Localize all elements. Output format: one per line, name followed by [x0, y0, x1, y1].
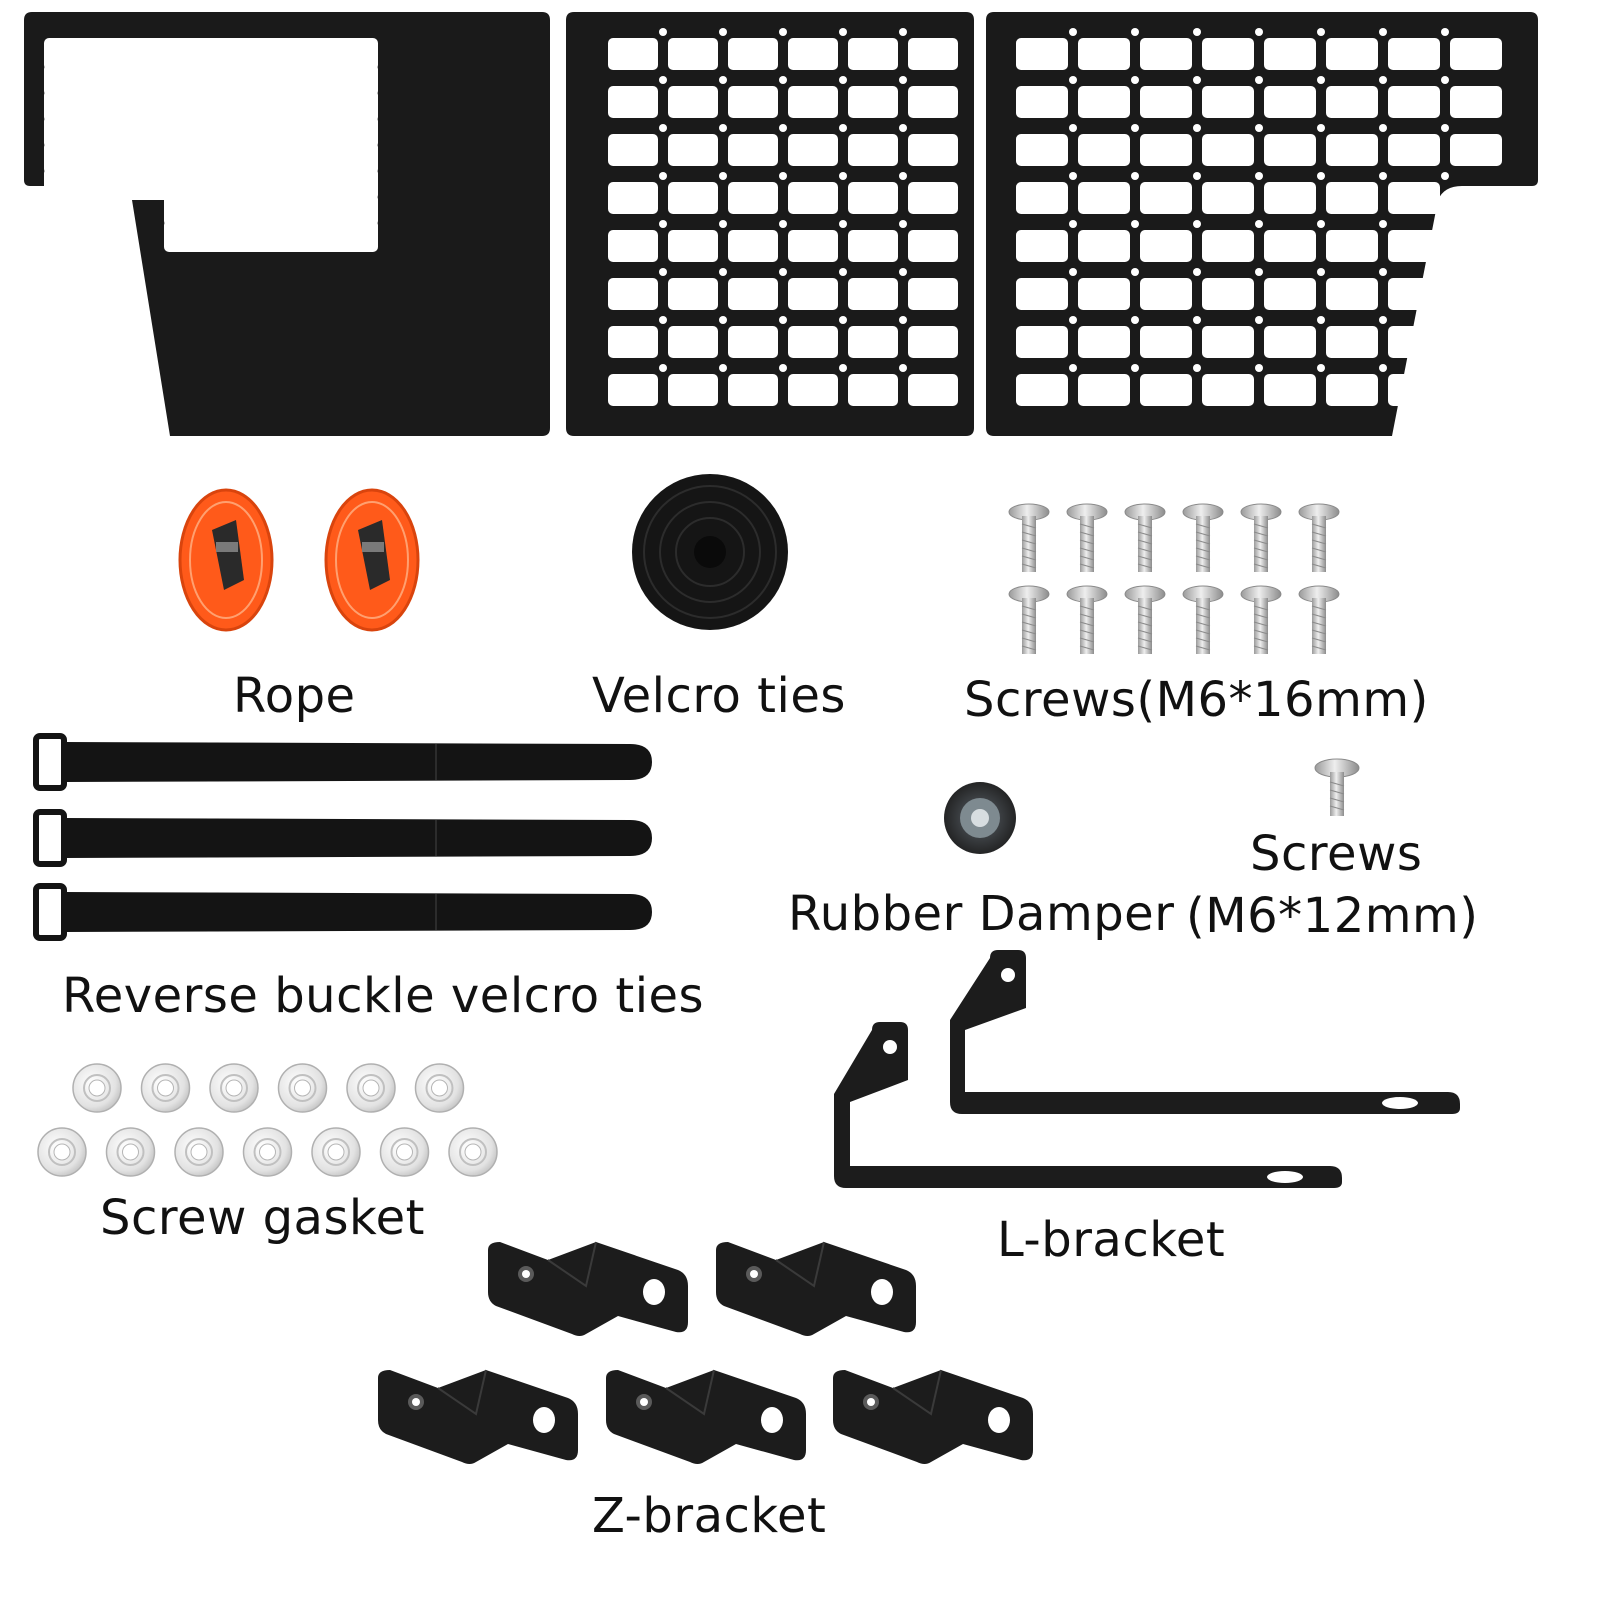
- rope-label: Rope: [233, 668, 356, 724]
- l-bracket-icon: [834, 950, 1460, 1188]
- screw-m6-12-icon: [1314, 758, 1360, 816]
- washer-icon: [37, 1127, 87, 1177]
- screws-m6-16-group: [1008, 503, 1340, 654]
- screws-m6-12-label: Screws: [1250, 826, 1423, 882]
- screw-icon: [1240, 503, 1282, 572]
- reverse-buckle-velcro-tie-icon: [33, 883, 652, 941]
- washer-icon: [72, 1063, 122, 1113]
- velcro-roll-icon: [632, 474, 788, 630]
- screw-icon: [1066, 503, 1108, 572]
- washer-icon: [379, 1127, 430, 1177]
- z-bracket-icon: [716, 1241, 916, 1336]
- rope-coil-icon: [324, 488, 420, 632]
- screw-icon: [1240, 585, 1282, 654]
- rubber-damper-icon: [944, 782, 1016, 854]
- molle-panel-middle: [566, 12, 974, 436]
- washer-icon: [209, 1063, 259, 1113]
- screw-icon: [1298, 503, 1340, 572]
- molle-panel-left: [24, 12, 550, 436]
- z-bracket-icon: [833, 1369, 1033, 1464]
- reverse-buckle-velcro-tie-icon: [33, 809, 652, 867]
- reverse-buckle-velcro-ties-label: Reverse buckle velcro ties: [62, 968, 705, 1024]
- z-bracket-group: [378, 1241, 1033, 1464]
- screw-icon: [1008, 585, 1050, 654]
- washer-icon: [105, 1127, 156, 1177]
- screws-m6-16-label: Screws(M6*16mm): [964, 672, 1429, 728]
- washer-icon: [242, 1127, 293, 1177]
- z-bracket-icon: [606, 1369, 806, 1464]
- velcro-ties-label: Velcro ties: [592, 668, 846, 724]
- washer-icon: [414, 1063, 465, 1113]
- screw-gasket-label: Screw gasket: [100, 1190, 425, 1246]
- molle-panel-right: [986, 12, 1538, 436]
- reverse-buckle-velcro-tie-icon: [33, 733, 652, 791]
- screw-icon: [1066, 585, 1108, 654]
- screws-m6-12-size-label: (M6*12mm): [1186, 888, 1479, 944]
- screw-icon: [1182, 503, 1224, 572]
- rope-coil-icon: [178, 488, 274, 632]
- z-bracket-icon: [488, 1241, 688, 1336]
- rubber-damper-label: Rubber Damper: [788, 886, 1175, 942]
- screw-icon: [1124, 585, 1166, 654]
- washer-icon: [140, 1063, 191, 1113]
- screw-icon: [1008, 503, 1050, 572]
- z-bracket-icon: [378, 1369, 578, 1464]
- z-bracket-label: Z-bracket: [592, 1488, 827, 1544]
- screw-gasket-group: [37, 1063, 498, 1177]
- washer-icon: [448, 1127, 498, 1177]
- washer-icon: [174, 1127, 224, 1177]
- screw-icon: [1182, 585, 1224, 654]
- reverse-buckle-velcro-ties-group: [33, 733, 652, 941]
- screw-icon: [1298, 585, 1340, 654]
- screw-icon: [1124, 503, 1166, 572]
- washer-icon: [346, 1063, 396, 1113]
- l-bracket-label: L-bracket: [997, 1212, 1226, 1268]
- washer-icon: [277, 1063, 328, 1113]
- washer-icon: [311, 1127, 361, 1177]
